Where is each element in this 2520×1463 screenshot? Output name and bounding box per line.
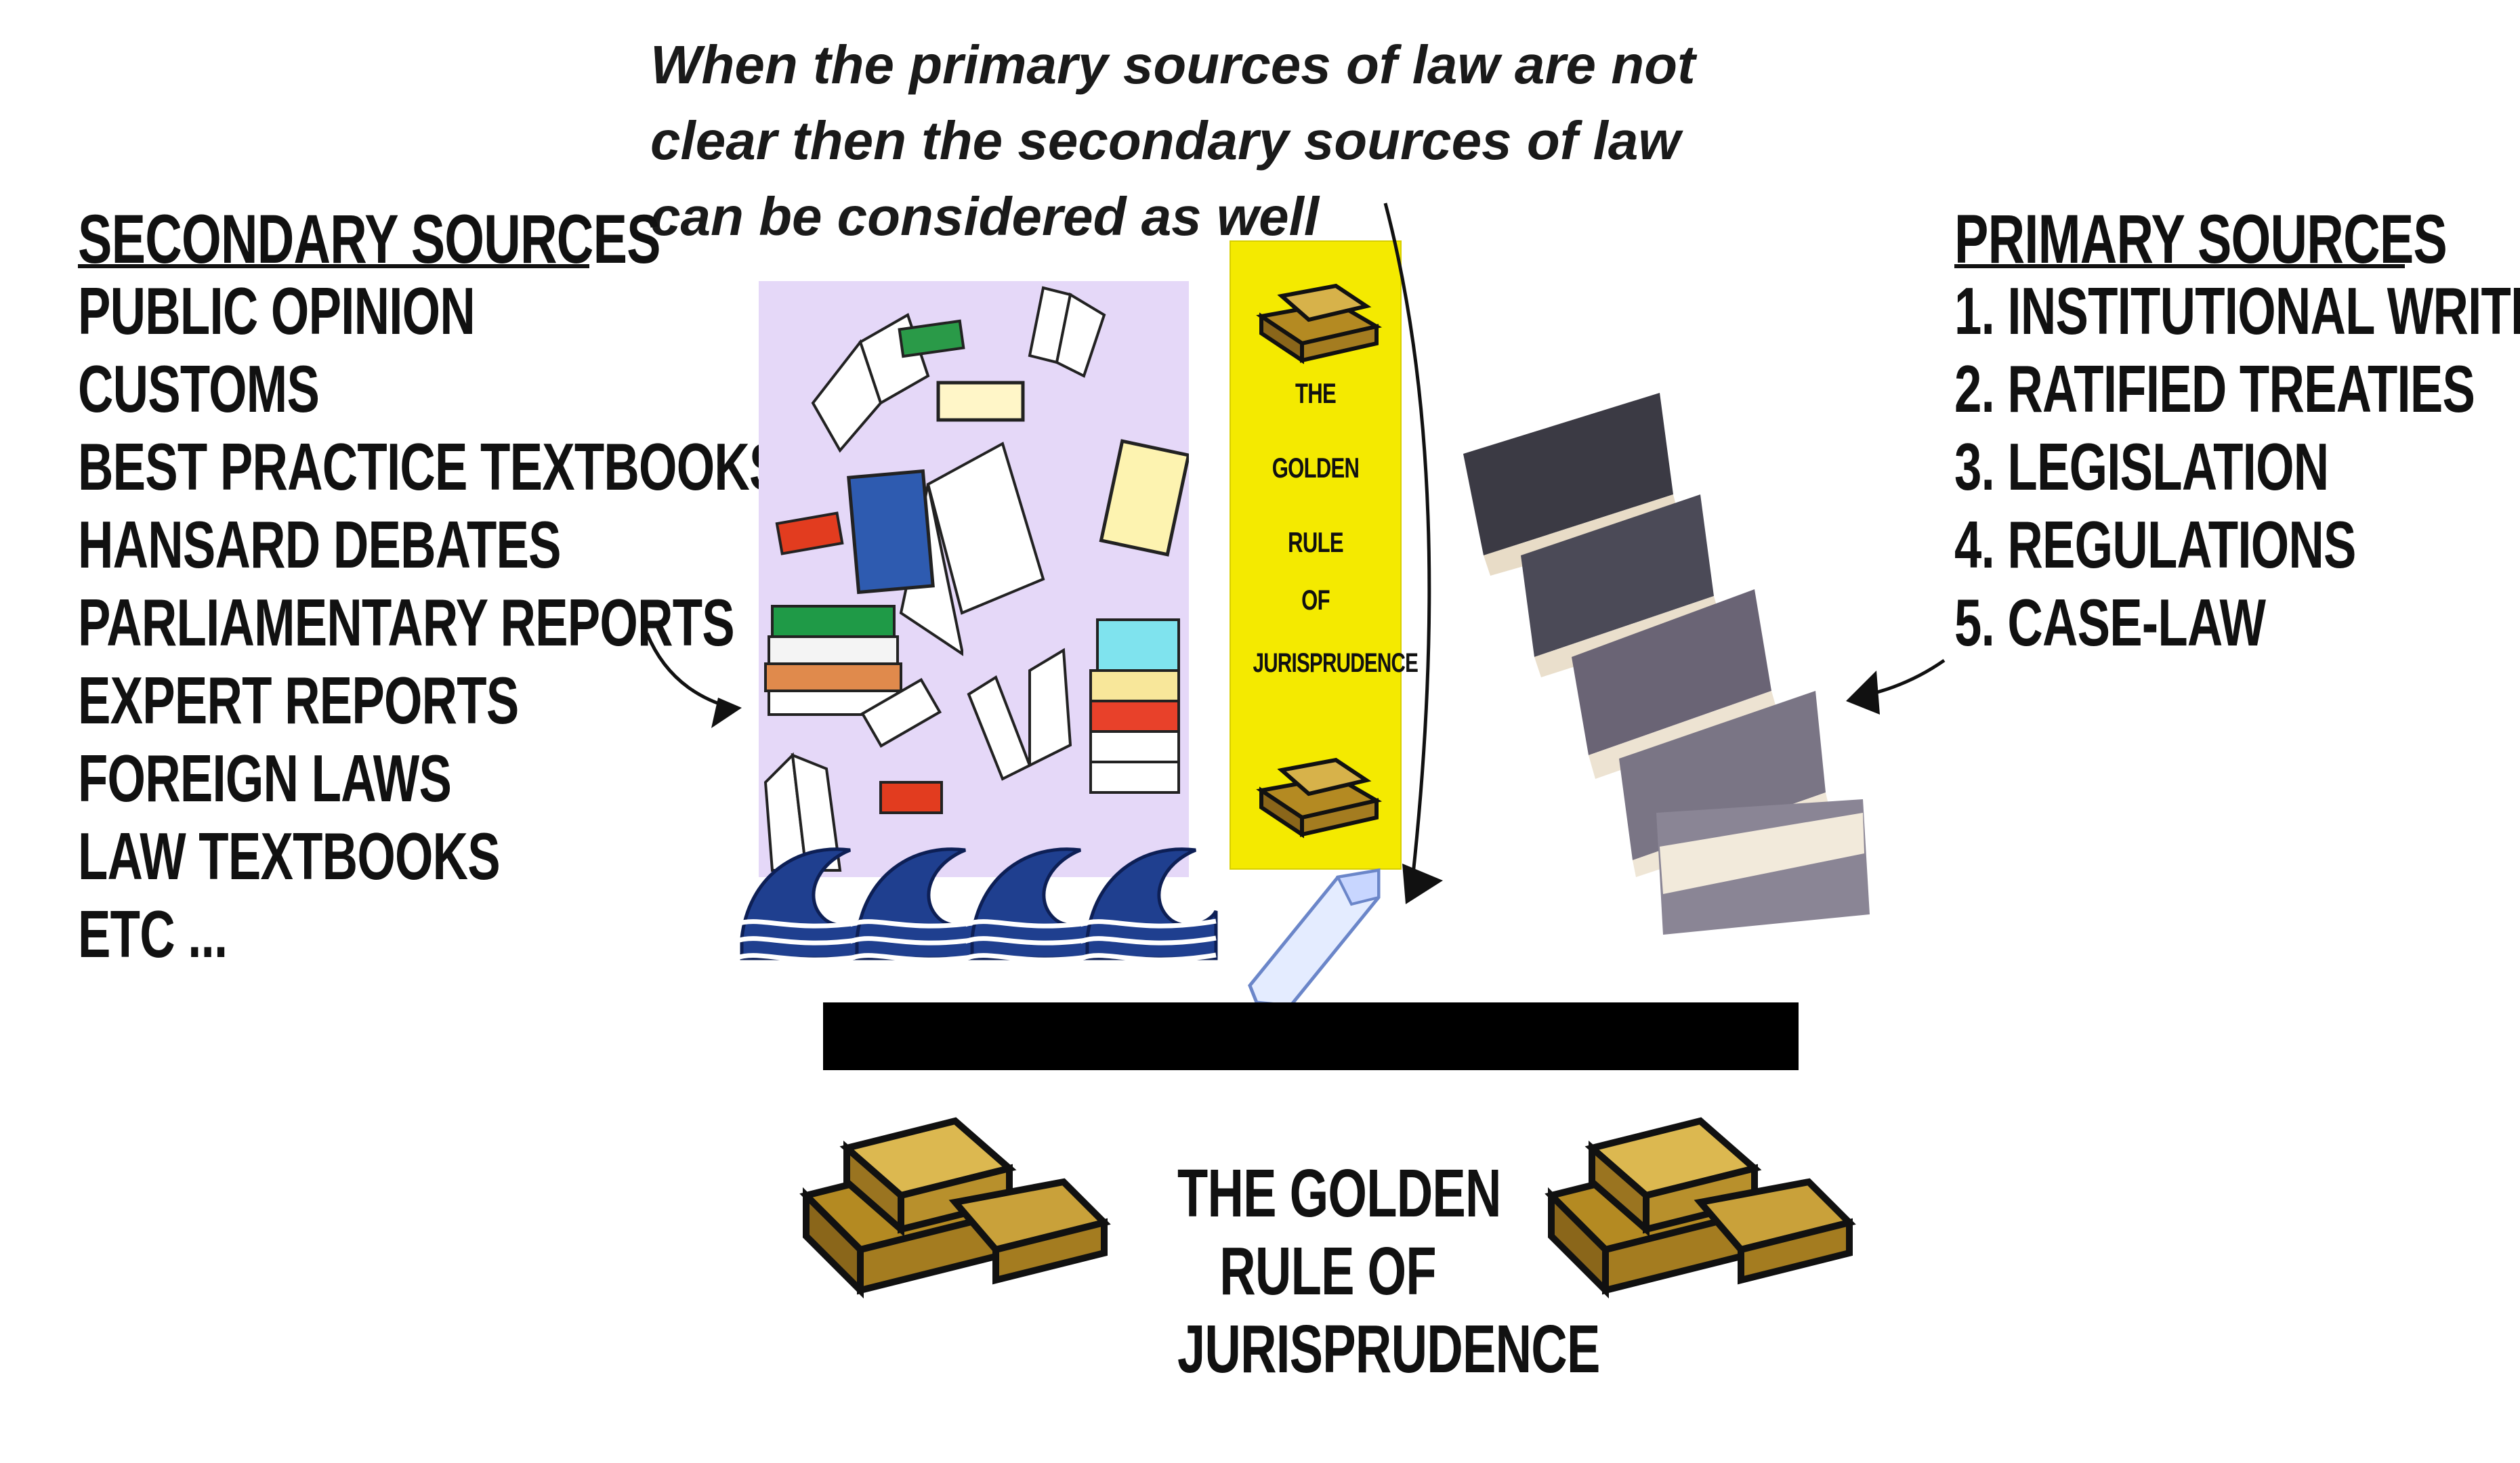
banner-line: RULE [1288, 526, 1343, 558]
primary-source-item: 2. RATIFIED TREATIES [1954, 352, 2475, 426]
secondary-source-item: BEST PRACTICE TEXTBOOKS [78, 429, 782, 504]
red-book-icon [775, 511, 844, 555]
yellow-book-icon [1099, 439, 1191, 557]
scattered-books-illustration [763, 286, 1191, 872]
primary-source-item: 1. INSTITUTIONAL WRITERS [1954, 274, 2520, 348]
primary-heading-underline [1954, 264, 2405, 268]
waves-illustration [734, 823, 1236, 985]
secondary-arrowhead [711, 698, 742, 728]
red-book-icon [879, 781, 943, 814]
bottom-title-line: RULE OF [1219, 1233, 1436, 1309]
note-arrowhead [1402, 864, 1443, 904]
secondary-books-panel [759, 281, 1191, 877]
balance-beam [823, 1002, 1799, 1070]
secondary-source-item: PUBLIC OPINION [78, 274, 476, 348]
crystal-pivot-icon [1248, 868, 1381, 1008]
secondary-heading-underline [78, 264, 589, 268]
wave-icon [964, 847, 1103, 962]
open-book-icon [763, 752, 842, 872]
gold-bars-left-icon [799, 1117, 1111, 1299]
golden-rule-banner: THE GOLDEN RULE OF JURISPRUDENCE [1230, 240, 1419, 870]
explanation-note: When the primary sources of law are not … [650, 35, 1696, 247]
yellow-book-icon [936, 381, 1025, 422]
bottom-title-line: THE GOLDEN [1177, 1155, 1501, 1231]
open-book-icon [967, 648, 1072, 781]
book-stack-icon [1089, 618, 1180, 794]
primary-books-stack [1463, 393, 1870, 935]
gold-bars-icon [1256, 757, 1383, 839]
blue-book-icon [847, 469, 935, 595]
banner-line: GOLDEN [1272, 452, 1360, 484]
open-book-icon [1028, 286, 1106, 378]
banner-line: OF [1301, 584, 1330, 616]
book-stack-icon [764, 605, 902, 716]
wave-icon [734, 847, 873, 962]
secondary-source-item: LAW TEXTBOOKS [78, 819, 501, 893]
primary-source-item: 5. CASE-LAW [1954, 585, 2266, 660]
gold-bars-right-icon [1545, 1117, 1856, 1299]
primary-source-item: 4. REGULATIONS [1954, 507, 2356, 582]
secondary-source-item: EXPERT REPORTS [78, 663, 519, 738]
gold-bars-icon [1256, 283, 1383, 364]
white-book-icon [860, 677, 942, 748]
wave-icon [1079, 847, 1218, 962]
primary-sources-list: PRIMARY SOURCES 1. INSTITUTIONAL WRITERS… [1954, 200, 2520, 674]
secondary-source-item: FOREIGN LAWS [78, 741, 452, 815]
banner-line: JURISPRUDENCE [1253, 648, 1419, 678]
leaning-book-5 [1656, 799, 1870, 935]
secondary-source-item: HANSARD DEBATES [78, 507, 562, 582]
primary-source-item: 3. LEGISLATION [1954, 429, 2329, 504]
green-book-icon [898, 319, 965, 358]
secondary-source-item: PARLIAMENTARY REPORTS [78, 585, 735, 660]
wave-icon [849, 847, 988, 962]
banner-line: THE [1295, 377, 1337, 409]
open-book-icon [811, 313, 930, 453]
secondary-source-item: ETC ... [78, 897, 228, 971]
bottom-title-line: JURISPRUDENCE [1177, 1311, 1600, 1387]
secondary-source-item: CUSTOMS [78, 352, 320, 426]
